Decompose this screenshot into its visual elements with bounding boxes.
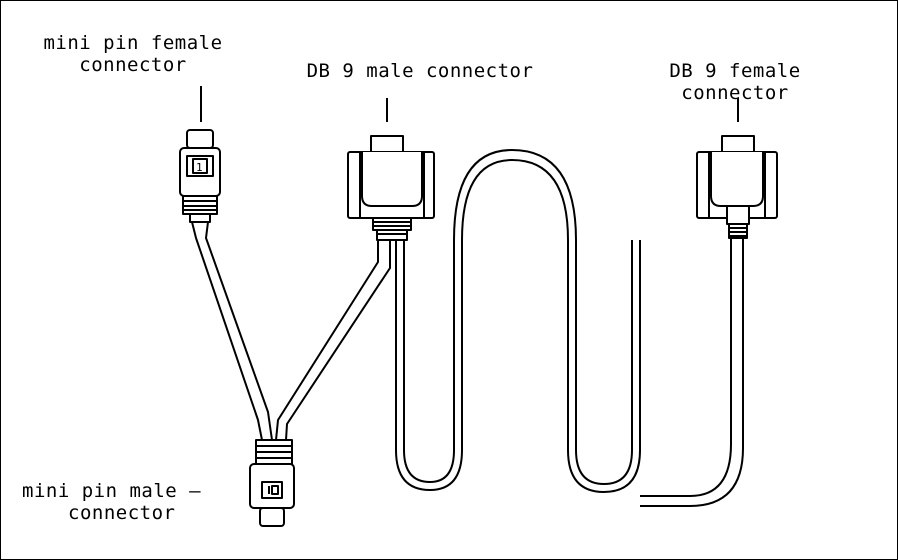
db9-female-connector <box>696 135 778 239</box>
leader-dash: — <box>189 480 202 502</box>
y-cable-left <box>191 221 273 441</box>
long-cable-inner <box>403 149 633 485</box>
label-mini-pin-male-line2: connector <box>68 502 176 524</box>
label-mini-pin-female: mini pin female connector <box>28 32 238 76</box>
label-db9-female-line2: connector <box>681 82 789 104</box>
label-mini-pin-female-line1: mini pin female <box>43 32 223 54</box>
label-db9-female-line1: DB 9 female <box>669 60 801 82</box>
db9-male-connector <box>347 135 435 241</box>
right-cable <box>640 238 744 507</box>
mini-pin-male-connector <box>249 439 295 527</box>
y-cable-right <box>275 240 391 441</box>
mini-pin-female-connector: 1 <box>179 129 221 223</box>
label-mini-pin-male: mini pin male — connector <box>22 480 242 524</box>
svg-text:1: 1 <box>196 161 203 174</box>
label-mini-pin-female-line2: connector <box>79 54 187 76</box>
label-db9-male: DB 9 male connector <box>290 60 550 82</box>
label-mini-pin-male-line1: mini pin male — <box>22 480 202 502</box>
label-db9-female: DB 9 female connector <box>620 60 850 104</box>
long-cable-outer <box>395 159 641 493</box>
label-db9-male-line1: DB 9 male connector <box>306 60 534 82</box>
